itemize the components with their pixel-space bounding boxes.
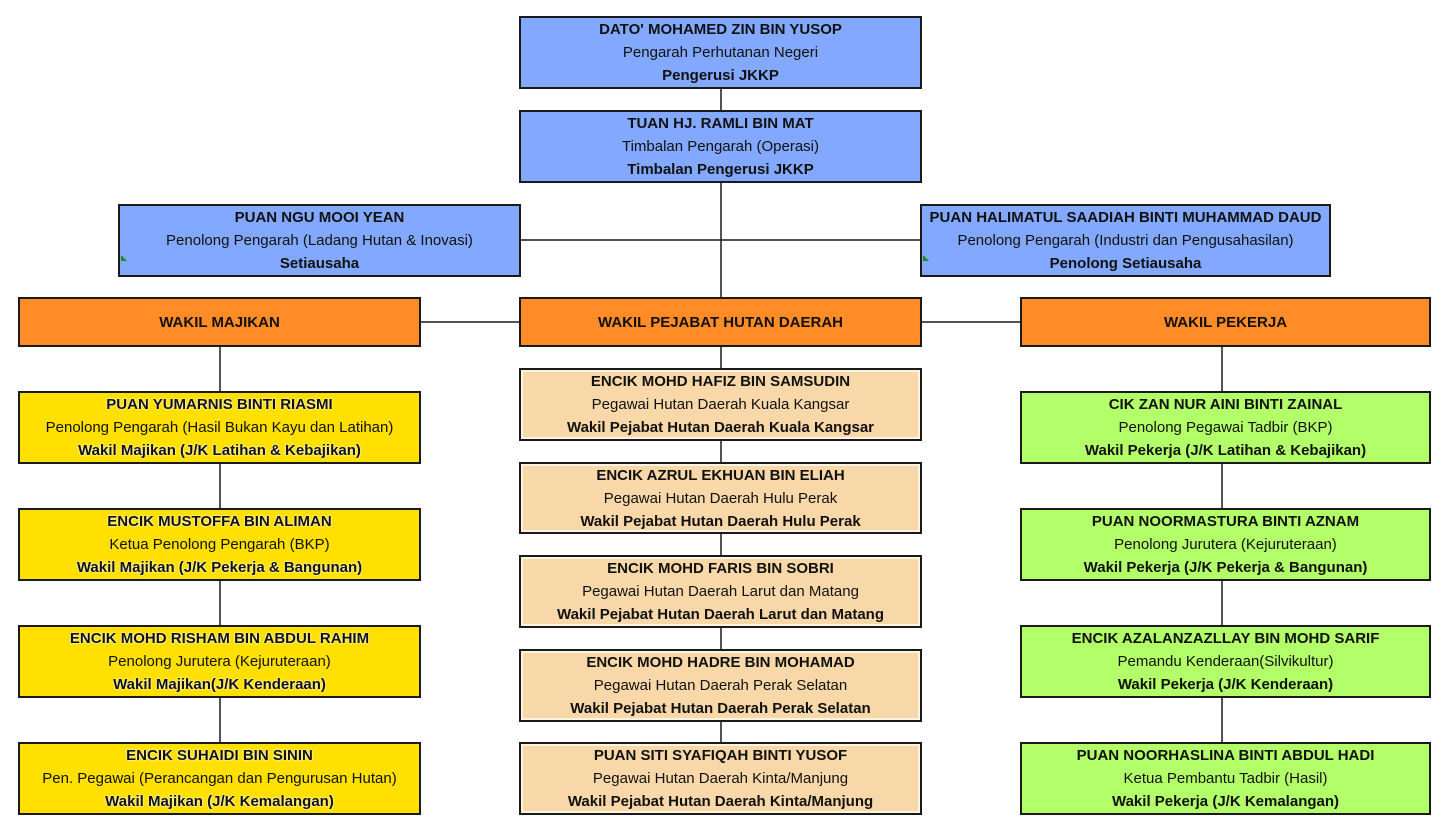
assistant-secretary-position: Penolong Setiausaha — [1049, 255, 1202, 272]
member-role: Penolong Jurutera (Kejuruteraan) — [1114, 536, 1337, 553]
deputy-role: Timbalan Pengarah (Operasi) — [621, 138, 820, 155]
member-name: ENCIK MOHD FARIS BIN SOBRI — [607, 560, 834, 577]
member-role: Ketua Pembantu Tadbir (Hasil) — [1123, 770, 1328, 787]
member-name: PUAN NOORMASTURA BINTI AZNAM — [1091, 513, 1360, 530]
member-position: Wakil Pekerja (J/K Latihan & Kebajikan) — [1084, 442, 1367, 459]
district-group-label: WAKIL PEJABAT HUTAN DAERAH — [597, 313, 843, 331]
member-role: Penolong Pengarah (Hasil Bukan Kayu dan … — [45, 419, 394, 436]
member-position: Wakil Pejabat Hutan Daerah Larut dan Mat… — [556, 606, 884, 623]
employer-member-box: ENCIK MUSTOFFA BIN ALIMAN Ketua Penolong… — [18, 508, 421, 581]
employee-member-box: PUAN NOORHASLINA BINTI ABDUL HADI Ketua … — [1020, 742, 1431, 815]
member-role: Ketua Penolong Pengarah (BKP) — [109, 536, 330, 553]
employee-member-box: CIK ZAN NUR AINI BINTI ZAINAL Penolong P… — [1020, 391, 1431, 464]
employee-member-box: ENCIK AZALANZAZLLAY BIN MOHD SARIF Peman… — [1020, 625, 1431, 698]
member-role: Pegawai Hutan Daerah Perak Selatan — [593, 677, 848, 694]
member-role: Pegawai Hutan Daerah Kuala Kangsar — [591, 396, 850, 413]
employer-group-header: WAKIL MAJIKAN — [18, 297, 421, 347]
employer-member-box: ENCIK MOHD RISHAM BIN ABDUL RAHIM Penolo… — [18, 625, 421, 698]
member-name: ENCIK MUSTOFFA BIN ALIMAN — [107, 513, 332, 530]
employee-group-label: WAKIL PEKERJA — [1163, 313, 1288, 331]
member-role: Pen. Pegawai (Perancangan dan Pengurusan… — [42, 770, 397, 787]
employer-member-box: PUAN YUMARNIS BINTI RIASMI Penolong Peng… — [18, 391, 421, 464]
deputy-chairman-box: TUAN HJ. RAMLI BIN MAT Timbalan Pengarah… — [519, 110, 922, 183]
member-name: PUAN SITI SYAFIQAH BINTI YUSOF — [593, 747, 848, 764]
secretary-box: PUAN NGU MOOI YEAN Penolong Pengarah (La… — [118, 204, 521, 277]
district-member-box: ENCIK AZRUL EKHUAN BIN ELIAH Pegawai Hut… — [519, 462, 922, 534]
member-role: Pemandu Kenderaan(Silvikultur) — [1117, 653, 1334, 670]
member-name: CIK ZAN NUR AINI BINTI ZAINAL — [1108, 396, 1343, 413]
member-name: ENCIK AZRUL EKHUAN BIN ELIAH — [596, 466, 845, 484]
secretary-name: PUAN NGU MOOI YEAN — [234, 209, 405, 226]
comment-marker-icon — [923, 255, 929, 261]
member-position: Wakil Pejabat Hutan Daerah Hulu Perak — [580, 512, 861, 530]
secretary-position: Setiausaha — [279, 255, 360, 272]
chairman-name: DATO' MOHAMED ZIN BIN YUSOP — [599, 21, 842, 38]
member-name: ENCIK MOHD RISHAM BIN ABDUL RAHIM — [69, 630, 370, 647]
district-member-box: PUAN SITI SYAFIQAH BINTI YUSOF Pegawai H… — [519, 742, 922, 815]
member-position: Wakil Pejabat Hutan Daerah Kinta/Manjung — [567, 793, 874, 810]
employer-group-label: WAKIL MAJIKAN — [159, 313, 280, 331]
member-name: ENCIK MOHD HAFIZ BIN SAMSUDIN — [590, 373, 851, 390]
member-name: PUAN YUMARNIS BINTI RIASMI — [106, 396, 333, 413]
secretary-role: Penolong Pengarah (Ladang Hutan & Inovas… — [166, 232, 473, 249]
chairman-position: Pengerusi JKKP — [662, 67, 779, 84]
member-role: Pegawai Hutan Daerah Larut dan Matang — [582, 583, 859, 600]
member-position: Wakil Majikan(J/K Kenderaan) — [113, 676, 326, 693]
deputy-position: Timbalan Pengerusi JKKP — [627, 161, 814, 178]
member-position: Wakil Majikan (J/K Latihan & Kebajikan) — [78, 442, 361, 459]
district-member-box: ENCIK MOHD HAFIZ BIN SAMSUDIN Pegawai Hu… — [519, 368, 922, 441]
chairman-role: Pengarah Perhutanan Negeri — [622, 44, 819, 61]
assistant-secretary-box: PUAN HALIMATUL SAADIAH BINTI MUHAMMAD DA… — [920, 204, 1331, 277]
member-name: ENCIK SUHAIDI BIN SININ — [126, 747, 313, 764]
member-position: Wakil Pekerja (J/K Pekerja & Bangunan) — [1083, 559, 1368, 576]
employer-member-box: ENCIK SUHAIDI BIN SININ Pen. Pegawai (Pe… — [18, 742, 421, 815]
comment-marker-icon — [121, 255, 127, 261]
chairman-box: DATO' MOHAMED ZIN BIN YUSOP Pengarah Per… — [519, 16, 922, 89]
assistant-secretary-name: PUAN HALIMATUL SAADIAH BINTI MUHAMMAD DA… — [929, 209, 1322, 226]
member-position: Wakil Majikan (J/K Kemalangan) — [105, 793, 334, 810]
member-role: Penolong Pegawai Tadbir (BKP) — [1118, 419, 1333, 436]
district-member-box: ENCIK MOHD FARIS BIN SOBRI Pegawai Hutan… — [519, 555, 922, 628]
assistant-secretary-role: Penolong Pengarah (Industri dan Pengusah… — [957, 232, 1294, 249]
district-group-header: WAKIL PEJABAT HUTAN DAERAH — [519, 297, 922, 347]
member-role: Pegawai Hutan Daerah Kinta/Manjung — [592, 770, 849, 787]
deputy-name: TUAN HJ. RAMLI BIN MAT — [627, 115, 814, 132]
member-position: Wakil Pekerja (J/K Kenderaan) — [1117, 676, 1334, 693]
member-name: ENCIK MOHD HADRE BIN MOHAMAD — [586, 654, 855, 671]
member-position: Wakil Pekerja (J/K Kemalangan) — [1111, 793, 1340, 810]
member-name: PUAN NOORHASLINA BINTI ABDUL HADI — [1076, 747, 1375, 764]
member-role: Pegawai Hutan Daerah Hulu Perak — [603, 489, 838, 507]
employee-group-header: WAKIL PEKERJA — [1020, 297, 1431, 347]
employee-member-box: PUAN NOORMASTURA BINTI AZNAM Penolong Ju… — [1020, 508, 1431, 581]
member-position: Wakil Pejabat Hutan Daerah Perak Selatan — [570, 700, 871, 717]
member-position: Wakil Pejabat Hutan Daerah Kuala Kangsar — [566, 419, 875, 436]
member-position: Wakil Majikan (J/K Pekerja & Bangunan) — [76, 559, 363, 576]
district-member-box: ENCIK MOHD HADRE BIN MOHAMAD Pegawai Hut… — [519, 649, 922, 722]
member-role: Penolong Jurutera (Kejuruteraan) — [108, 653, 331, 670]
member-name: ENCIK AZALANZAZLLAY BIN MOHD SARIF — [1071, 630, 1380, 647]
